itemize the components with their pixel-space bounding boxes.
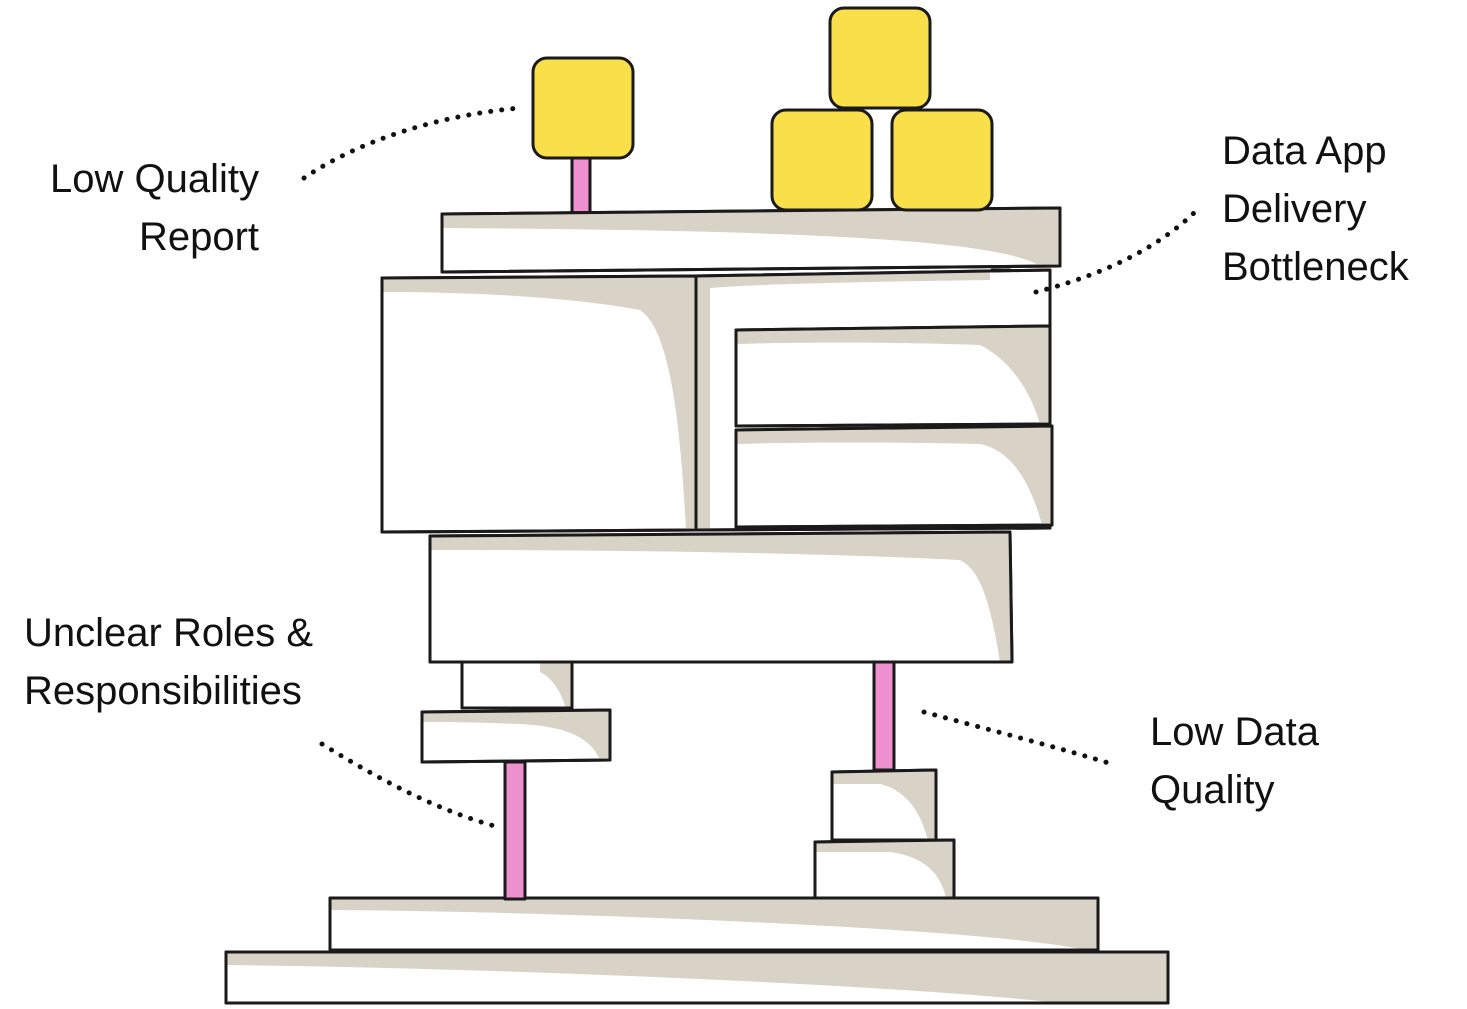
- leader-delivery-bottleneck: [1033, 209, 1198, 295]
- right-upper-box: [734, 324, 1052, 428]
- second-slab: [328, 896, 1100, 952]
- pole-unclear-roles: [503, 760, 527, 901]
- base-slab: [224, 950, 1170, 1005]
- pole-low-quality-report: [570, 156, 592, 215]
- pole-low-data-quality: [872, 660, 896, 772]
- label-data-app-delivery-bottleneck: Data App Delivery Bottleneck: [1222, 129, 1409, 289]
- left-ledge: [420, 708, 612, 764]
- large-left-block: [380, 274, 698, 534]
- leader-low-data-quality: [921, 709, 1115, 767]
- leader-unclear-roles: [319, 741, 505, 831]
- small-left-stem-block: [460, 660, 574, 710]
- right-small-block-upper: [830, 768, 938, 842]
- cube-stack-right: [890, 108, 994, 212]
- right-lower-box: [734, 424, 1054, 529]
- middle-wide-block: [428, 530, 1014, 664]
- leader-low-quality-report: [301, 105, 523, 181]
- cube-stack-left: [770, 108, 874, 212]
- right-small-block-lower: [813, 838, 956, 900]
- cube-single: [531, 56, 635, 160]
- label-low-quality-report: Low Quality Report: [50, 157, 259, 259]
- top-shelf: [440, 206, 1062, 274]
- label-unclear-roles-responsibilities: Unclear Roles & Responsibilities: [24, 611, 314, 713]
- cube-stack-top: [828, 6, 932, 110]
- label-low-data-quality: Low Data Quality: [1150, 710, 1319, 812]
